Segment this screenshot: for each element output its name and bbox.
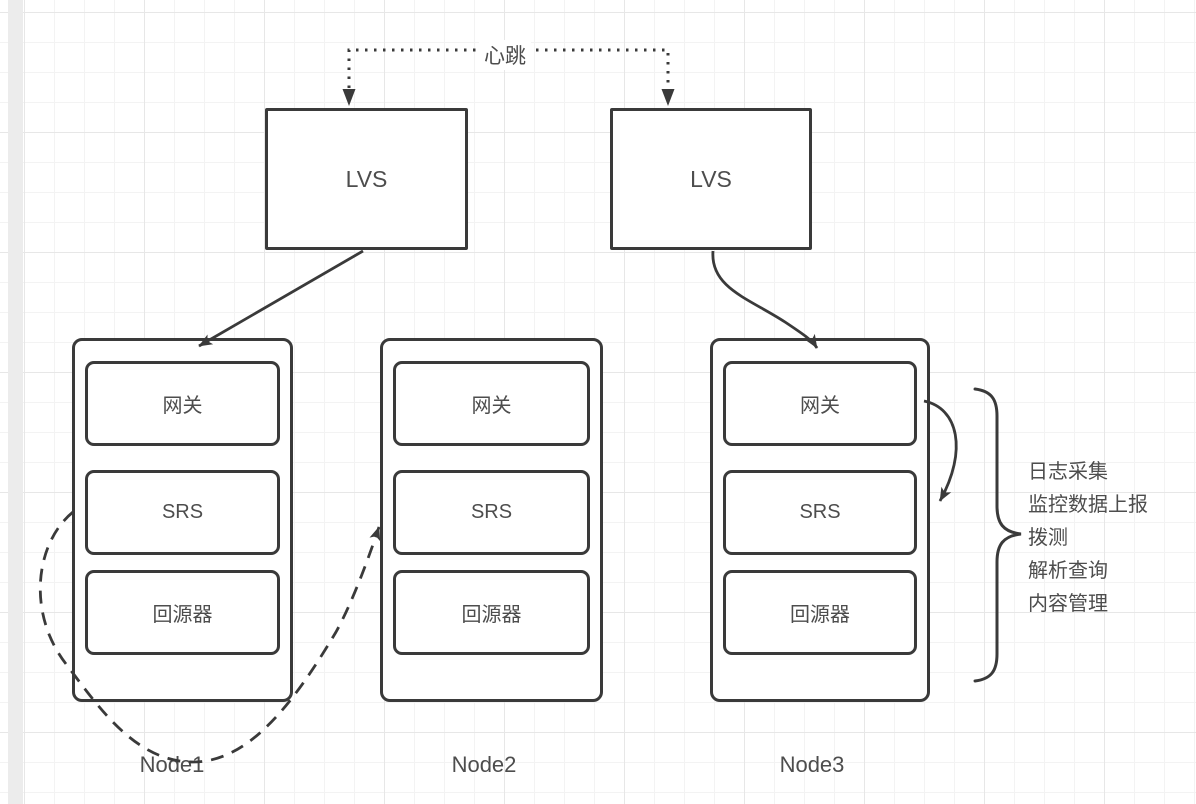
side-annotation-line: 拨测 — [1028, 527, 1068, 549]
node1-name-label: Node1 — [139, 752, 205, 777]
node1-srs-box: SRS — [85, 470, 280, 555]
left-scrollbar[interactable] — [8, 0, 23, 804]
node3-origin-box: 回源器 — [723, 570, 917, 655]
node3-srs-label: SRS — [799, 501, 841, 523]
node3-gateway-box: 网关 — [723, 361, 917, 446]
heartbeat-arrowhead-left — [342, 89, 356, 106]
node3-name-label: Node3 — [779, 752, 845, 777]
side-annotation-line: 解析查询 — [1028, 560, 1108, 582]
node2-srs-label: SRS — [470, 501, 513, 523]
node3-srs-box: SRS — [723, 470, 917, 555]
node1-container: 网关 SRS 回源器 — [72, 338, 293, 702]
node1-gateway-label: 网关 — [162, 395, 203, 417]
node1-origin-box: 回源器 — [85, 570, 280, 655]
node2-name-label: Node2 — [451, 752, 517, 777]
lvs-right-label: LVS — [690, 165, 732, 192]
side-annotation: 日志采集 监控数据上报 拨测 解析查询 内容管理 — [1028, 456, 1192, 621]
node1-srs-label: SRS — [161, 501, 204, 523]
heartbeat-arrowhead-right — [661, 89, 675, 106]
node2-gateway-box: 网关 — [393, 361, 590, 446]
side-annotation-line: 日志采集 — [1028, 461, 1108, 483]
node1-origin-label: 回源器 — [152, 604, 213, 626]
node2-srs-box: SRS — [393, 470, 590, 555]
lvs-right-to-node3-arrow — [711, 250, 819, 349]
node2-gateway-label: 网关 — [471, 395, 512, 417]
node2-container: 网关 SRS 回源器 — [380, 338, 603, 702]
node3-origin-label: 回源器 — [790, 604, 850, 626]
heartbeat-label: 心跳 — [479, 40, 531, 70]
side-annotation-line: 监控数据上报 — [1028, 494, 1148, 516]
node3-gateway-label: 网关 — [800, 395, 840, 417]
side-annotation-brace — [973, 387, 1022, 683]
node1-gateway-box: 网关 — [85, 361, 280, 446]
side-annotation-line: 内容管理 — [1028, 593, 1108, 615]
lvs-left-label: LVS — [345, 165, 388, 192]
lvs-left-to-node1-arrow — [198, 249, 364, 348]
node2-origin-box: 回源器 — [393, 570, 590, 655]
node3-container: 网关 SRS 回源器 — [710, 338, 930, 702]
node2-origin-label: 回源器 — [461, 604, 522, 626]
lvs-right-box: LVS — [610, 108, 812, 250]
lvs-left-box: LVS — [265, 108, 468, 250]
